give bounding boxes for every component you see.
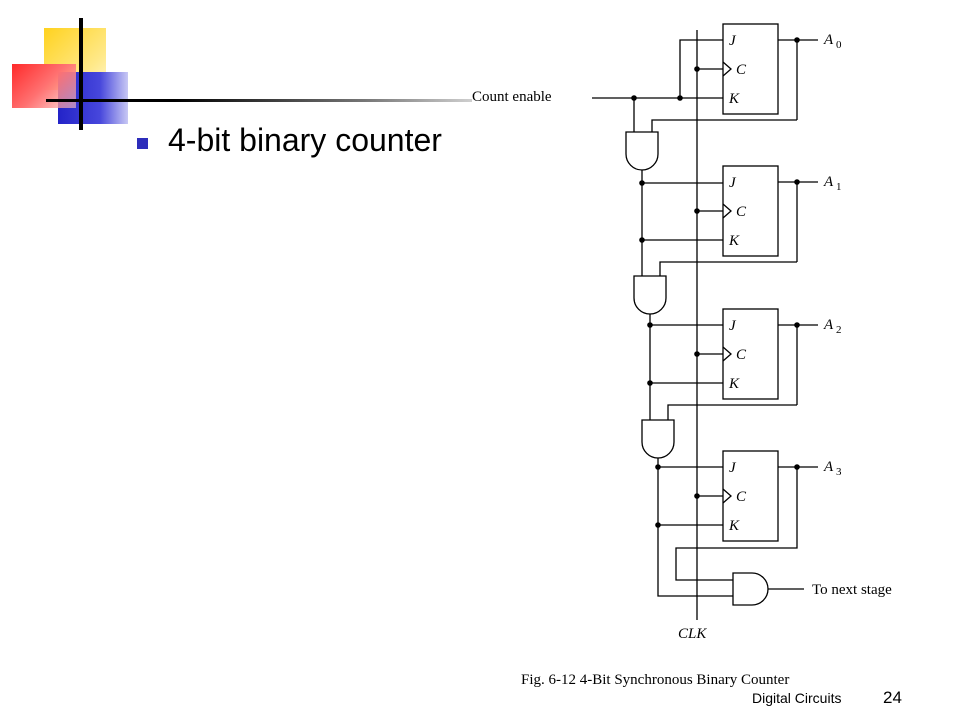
- deco-vertical-line: [79, 18, 83, 130]
- clock-triangle: [722, 61, 732, 77]
- footer-label: Digital Circuits: [752, 690, 842, 706]
- output-index: 3: [836, 466, 842, 478]
- next-stage-label: To next stage: [812, 582, 892, 598]
- pin-j: J: [729, 460, 737, 476]
- bullet-icon: [137, 138, 148, 149]
- clock-label: CLK: [678, 626, 707, 642]
- a2-feedback-wire: [667, 404, 797, 420]
- flipflop-0: [694, 23, 818, 120]
- title-underline: [46, 99, 472, 102]
- flipflop-2: [694, 308, 818, 405]
- output-label: A: [823, 174, 834, 190]
- clock-triangle: [722, 346, 732, 362]
- output-label: A: [823, 32, 834, 48]
- flipflop-1: [694, 165, 818, 262]
- gate4-input-b: [657, 525, 733, 597]
- junction-dot: [694, 208, 700, 214]
- output-label: A: [823, 459, 834, 475]
- junction-dot: [694, 493, 700, 499]
- pin-j: J: [729, 175, 737, 191]
- and-gate-4: [732, 572, 769, 606]
- j0-wire: [679, 39, 723, 98]
- junction-dot: [794, 464, 800, 470]
- a3-feedback-wire: [675, 467, 798, 581]
- flipflop-box: [722, 450, 779, 542]
- count-enable-label: Count enable: [472, 89, 552, 105]
- figure-caption: Fig. 6-12 4-Bit Synchronous Binary Count…: [521, 672, 789, 688]
- clock-triangle: [722, 488, 732, 504]
- flipflop-box: [722, 23, 779, 115]
- and-gate-2: [633, 275, 667, 315]
- clock-triangle: [722, 203, 732, 219]
- a1-feedback-wire: [659, 261, 797, 276]
- pin-k: K: [728, 518, 740, 534]
- output-label: A: [823, 317, 834, 333]
- flipflop-3: [694, 450, 818, 542]
- junction-dot: [694, 66, 700, 72]
- pin-c: C: [736, 347, 747, 363]
- pin-c: C: [736, 489, 747, 505]
- slide-heading: 4-bit binary counter: [168, 122, 442, 158]
- pin-k: K: [728, 91, 740, 107]
- output-index: 2: [836, 324, 842, 336]
- pin-k: K: [728, 233, 740, 249]
- page-number: 24: [883, 688, 902, 707]
- pin-c: C: [736, 62, 747, 78]
- pin-k: K: [728, 376, 740, 392]
- output-index: 1: [836, 181, 842, 193]
- flipflop-box: [722, 308, 779, 400]
- pin-j: J: [729, 33, 737, 49]
- a0-feedback-wire: [651, 119, 797, 132]
- and-gate-1: [625, 131, 659, 171]
- pin-c: C: [736, 204, 747, 220]
- and-gate-3: [641, 419, 675, 459]
- pin-j: J: [729, 318, 737, 334]
- output-index: 0: [836, 39, 842, 51]
- junction-dot: [694, 351, 700, 357]
